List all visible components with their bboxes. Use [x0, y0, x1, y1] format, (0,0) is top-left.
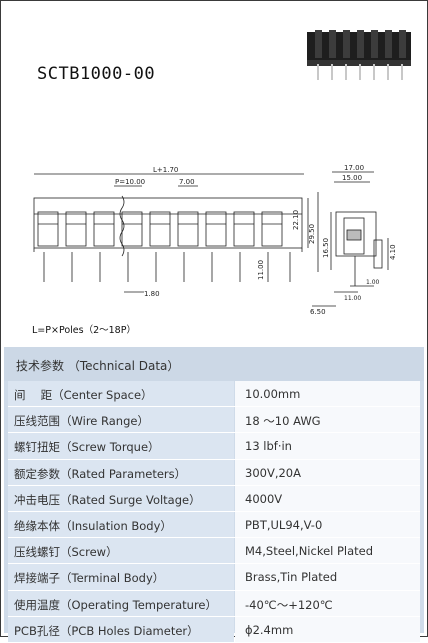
spec-name: 冲击电压（Rated Surge Voltage）: [14, 492, 201, 507]
spec-row-insulation-body: 绝缘本体（Insulation Body） PBT,UL94,V-0: [8, 511, 420, 539]
dim-side-inner: 15.00: [342, 174, 362, 182]
spec-name: 使用温度（Operating Temperature）: [14, 597, 217, 612]
spec-name: 压线范围（Wire Range）: [14, 414, 149, 429]
spec-header: 技术参数 （Technical Data）: [4, 347, 424, 381]
dim-spacing: 7.00: [179, 178, 195, 186]
spec-value: M4,Steel,Nickel Plated: [245, 544, 374, 559]
spec-row-screw-torque: 螺钉扭矩（Screw Torque） 13 lbf·in: [8, 433, 420, 460]
dim-side-height: 16.50: [322, 238, 330, 258]
front-view: [33, 173, 319, 293]
spec-value: 18 ～10 AWG: [245, 414, 321, 429]
spec-name: 螺钉扭矩（Screw Torque）: [14, 440, 160, 455]
spec-row-wire-range: 压线范围（Wire Range） 18 ～10 AWG: [8, 407, 420, 434]
dim-height-a: 22.10: [292, 210, 300, 230]
dim-overall-length: L+1.70: [153, 166, 178, 174]
dim-pin-width: 1.80: [144, 290, 160, 298]
spec-name: 焊接端子（Terminal Body）: [14, 571, 165, 586]
dim-side-offset: 1.00: [366, 279, 380, 286]
spec-row-operating-temperature: 使用温度（Operating Temperature） -40℃～+120℃: [8, 590, 420, 617]
spec-row-terminal-body: 焊接端子（Terminal Body） Brass,Tin Plated: [8, 564, 420, 591]
side-view: [312, 171, 389, 307]
spec-value: -40℃～+120℃: [245, 597, 333, 612]
product-title: SCTB1000-00: [37, 64, 156, 84]
dimension-drawing: L+1.70 P=10.00 7.00 22.10 29.50 11.00 1.…: [33, 164, 397, 316]
spec-value: 4000V: [245, 491, 283, 506]
spec-name: 压线螺钉（Screw）: [14, 545, 118, 560]
spec-name: 间 距（Center Space）: [14, 388, 153, 402]
spec-value: 10.00mm: [245, 387, 301, 401]
spec-value: Brass,Tin Plated: [245, 570, 338, 585]
dim-height-b: 29.50: [308, 224, 316, 244]
product-photo: [303, 24, 415, 82]
spec-value: 300V,20A: [245, 465, 301, 480]
poles-formula: L=P×Poles（2～18P）: [32, 325, 136, 336]
spec-name: 额定参数（Rated Parameters）: [14, 466, 187, 481]
spec-value: PBT,UL94,V-0: [245, 517, 323, 532]
spec-row-pcb-holes: PCB孔径（PCB Holes Diameter） ϕ2.4mm: [8, 616, 420, 643]
spec-value: ϕ2.4mm: [245, 622, 294, 637]
dim-side-width: 17.00: [344, 164, 364, 172]
dim-side-base: 6.50: [310, 308, 326, 316]
dim-side-foot: 4.10: [389, 244, 397, 260]
spec-row-surge-voltage: 冲击电压（Rated Surge Voltage） 4000V: [8, 485, 420, 512]
dim-side-pin: 11.00: [344, 295, 361, 302]
spec-name: PCB孔径（PCB Holes Diameter）: [14, 623, 199, 638]
spec-value: 13 lbf·in: [245, 439, 292, 454]
spec-row-center-space: 间 距（Center Space） 10.00mm: [8, 381, 420, 408]
spec-name: 绝缘本体（Insulation Body）: [14, 518, 172, 533]
dim-pitch: P=10.00: [115, 178, 145, 186]
spec-rows: 间 距（Center Space） 10.00mm 压线范围（Wire Rang…: [8, 381, 420, 643]
spec-panel: 技术参数 （Technical Data） 间 距（Center Space） …: [4, 347, 424, 643]
spec-row-rated-parameters: 额定参数（Rated Parameters） 300V,20A: [8, 459, 420, 486]
dim-pin-length: 11.00: [257, 260, 265, 280]
spec-header-label: 技术参数 （Technical Data）: [16, 359, 180, 373]
spec-row-screw: 压线螺钉（Screw） M4,Steel,Nickel Plated: [8, 538, 420, 565]
